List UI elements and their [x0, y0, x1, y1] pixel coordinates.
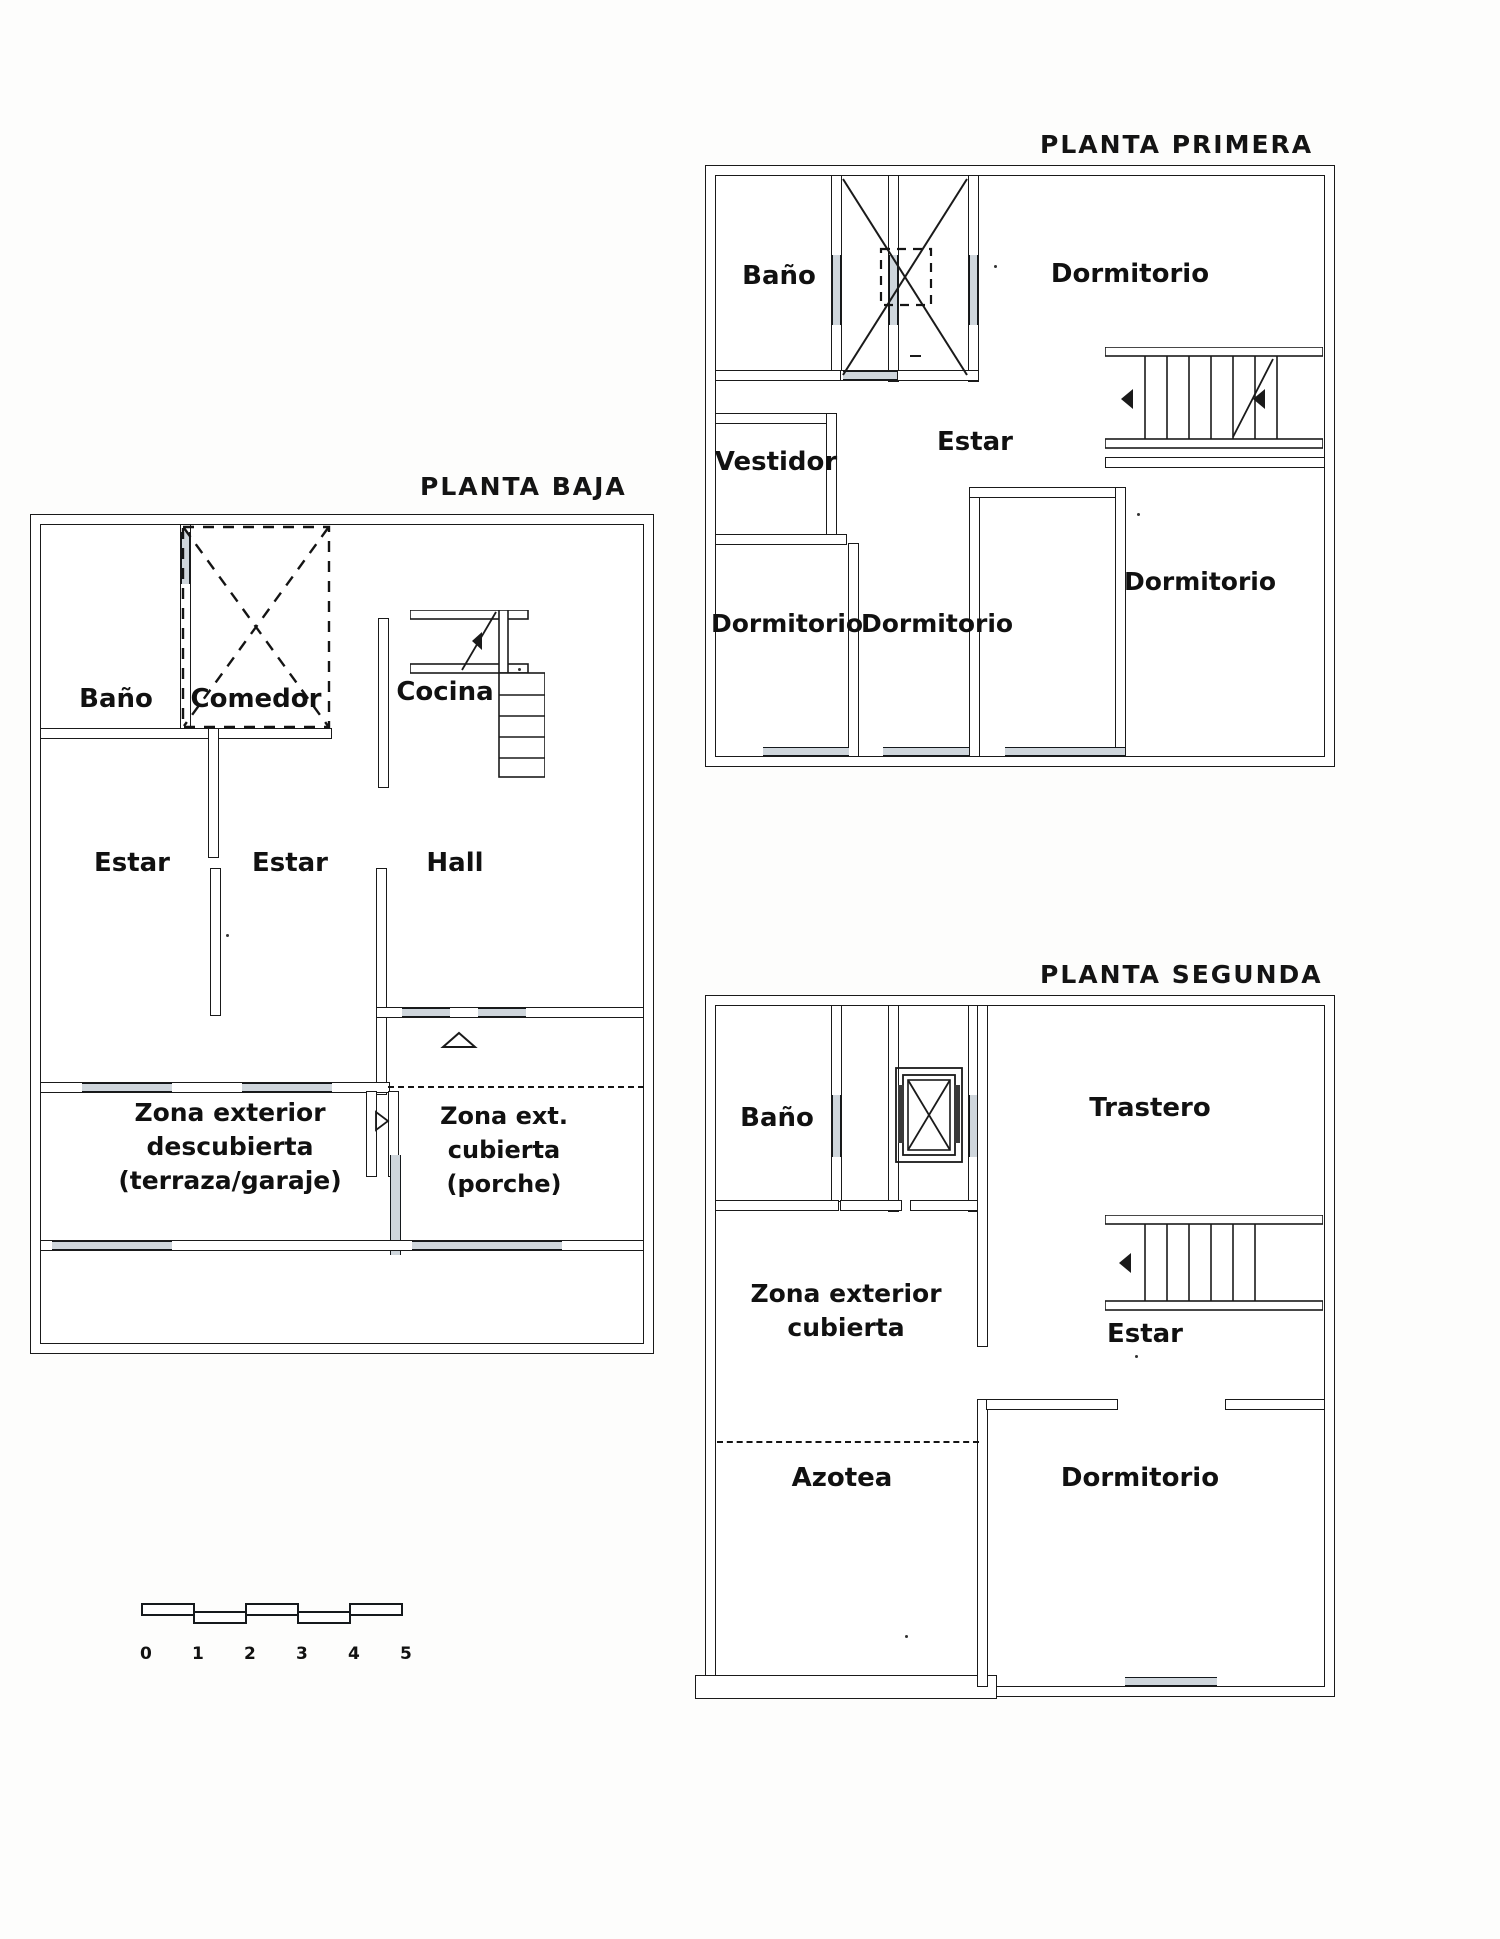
room-label-dormitorio-sc: Dormitorio: [861, 609, 1014, 638]
room-label-zona-desc-line3: (terraza/garaje): [118, 1166, 342, 1195]
room-label-cocina: Cocina: [396, 677, 494, 707]
room-label-dormitorio-se: Dormitorio: [1123, 567, 1277, 596]
room-label-estar-left: Estar: [93, 848, 171, 878]
planta-baja-plan: Baño Comedor Cocina Estar Estar Hall Zon…: [30, 510, 660, 1410]
room-label-dormitorio-sw: Dormitorio: [711, 609, 864, 638]
room-label-azotea: Azotea: [791, 1463, 893, 1493]
room-label-bano-ps: Baño: [740, 1103, 814, 1133]
room-label-bano-pp: Baño: [742, 261, 816, 291]
room-label-zona-desc-line2: descubierta: [146, 1132, 314, 1161]
room-label-zona-cub-line1: Zona ext.: [440, 1102, 568, 1130]
room-label-zona-cub-line2: cubierta: [447, 1136, 561, 1164]
stairwell-void-primera: [841, 177, 969, 377]
planta-baja-title: PLANTA BAJA: [420, 472, 627, 501]
scale-bar: [140, 1600, 430, 1640]
room-label-zona-cub-ps-line2: cubierta: [787, 1313, 905, 1342]
room-label-zona-cub-ps-line1: Zona exterior: [750, 1279, 942, 1308]
planta-segunda-title: PLANTA SEGUNDA: [1040, 960, 1323, 989]
room-label-estar-ps: Estar: [1106, 1319, 1184, 1349]
comedor-void: [181, 525, 331, 729]
staircase-first-floor: [1105, 347, 1323, 457]
room-label-trastero: Trastero: [1089, 1093, 1211, 1123]
room-label-zona-cub-line3: (porche): [446, 1170, 562, 1198]
room-label-estar-pp: Estar: [936, 427, 1014, 457]
scale-tick-5: 5: [400, 1644, 412, 1664]
staircase-ground-floor: [410, 610, 545, 810]
planta-segunda-plan: Baño Trastero Zona exterior cubierta Est…: [695, 995, 1345, 1755]
planta-primera-plan: Baño Dormitorio Vestidor Estar Dormitori…: [705, 165, 1345, 785]
room-label-vestidor: Vestidor: [714, 447, 838, 477]
room-label-zona-desc-line1: Zona exterior: [134, 1098, 326, 1127]
scale-tick-0: 0: [140, 1644, 152, 1664]
scale-tick-1: 1: [192, 1644, 204, 1664]
scale-tick-3: 3: [296, 1644, 308, 1664]
room-label-estar-mid: Estar: [251, 848, 329, 878]
elevator-shaft-segunda: [895, 1067, 963, 1163]
room-label-bano-pb: Baño: [79, 684, 153, 714]
room-label-comedor: Comedor: [190, 684, 322, 714]
room-label-hall: Hall: [426, 848, 484, 878]
planta-primera-title: PLANTA PRIMERA: [1040, 130, 1314, 159]
scale-tick-4: 4: [348, 1644, 360, 1664]
scale-tick-2: 2: [244, 1644, 256, 1664]
room-label-dormitorio-ne: Dormitorio: [1050, 259, 1210, 289]
room-label-dormitorio-ps: Dormitorio: [1060, 1463, 1220, 1493]
staircase-second-floor: [1105, 1215, 1323, 1319]
